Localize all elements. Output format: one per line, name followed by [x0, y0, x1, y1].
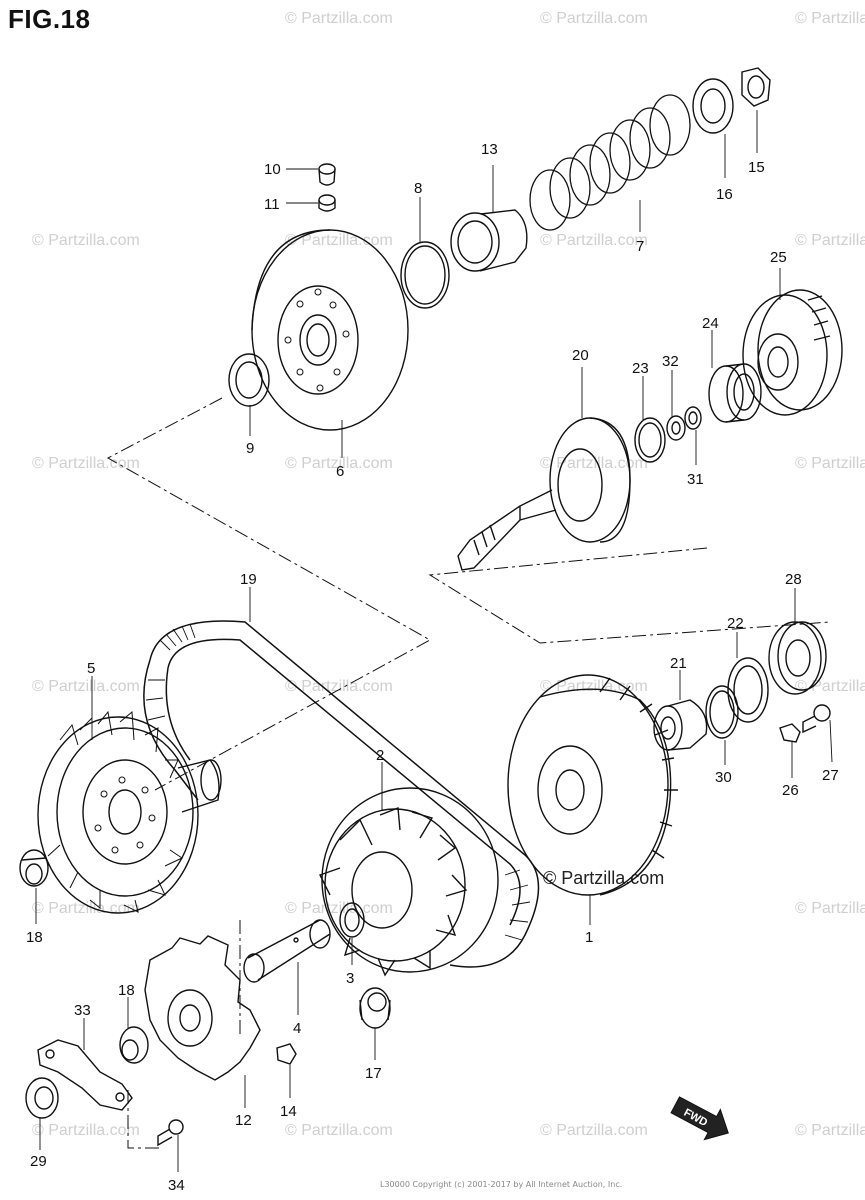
watermark: © Partzilla.com: [795, 455, 865, 472]
figure-title: FIG.18: [8, 4, 91, 34]
watermark: © Partzilla.com: [32, 1122, 140, 1139]
callout-34[interactable]: 34: [168, 1177, 185, 1194]
callout-20[interactable]: 20: [572, 347, 589, 364]
part-6-drive-face: [251, 229, 409, 431]
part-31-ring: [684, 406, 702, 430]
callout-3[interactable]: 3: [346, 970, 354, 987]
callout-13[interactable]: 13: [481, 141, 498, 158]
part-13-collar: [450, 209, 528, 272]
part-11-slider: [318, 194, 336, 212]
callout-17[interactable]: 17: [365, 1065, 382, 1082]
callout-9[interactable]: 9: [246, 440, 254, 457]
part-33-bracket: [37, 1039, 133, 1111]
watermark: © Partzilla.com: [285, 1122, 393, 1139]
callout-22[interactable]: 22: [727, 615, 744, 632]
watermark: © Partzilla.com: [32, 678, 140, 695]
callout-31[interactable]: 31: [687, 471, 704, 488]
callout-28[interactable]: 28: [785, 571, 802, 588]
watermark: © Partzilla.com: [540, 1122, 648, 1139]
callout-18[interactable]: 18: [118, 982, 135, 999]
part-16-washer: [692, 78, 734, 134]
part-17-bearing: [359, 987, 391, 1029]
callout-30[interactable]: 30: [715, 769, 732, 786]
watermark: © Partzilla.com: [32, 455, 140, 472]
callout-11[interactable]: 11: [264, 196, 280, 213]
part-18-bushing-left: [19, 849, 49, 887]
dashed-leader-lines: [106, 397, 831, 1149]
watermark: © Partzilla.com: [285, 10, 393, 27]
watermark: © Partzilla.com: [285, 455, 393, 472]
callout-29[interactable]: 29: [30, 1153, 47, 1170]
callout-18[interactable]: 18: [26, 929, 43, 946]
part-26-washer: [779, 723, 801, 743]
part-15-nut: [741, 67, 771, 107]
part-10-cap: [318, 163, 336, 186]
callout-4[interactable]: 4: [293, 1020, 301, 1037]
watermark: © Partzilla.com: [540, 232, 648, 249]
part-29-seal: [25, 1077, 59, 1119]
part-32-washer: [666, 415, 686, 441]
callout-leaders: [35, 110, 833, 1172]
part-27-bolt: [802, 704, 831, 734]
copyright-label: © Partzilla.com: [543, 868, 665, 888]
watermark: © Partzilla.com: [540, 10, 648, 27]
footer-code: L30000: [380, 1180, 410, 1189]
callout-5[interactable]: 5: [87, 660, 95, 677]
watermark: © Partzilla.com: [32, 232, 140, 249]
callout-26[interactable]: 26: [782, 782, 799, 799]
part-19-belt: [143, 620, 540, 968]
callout-23[interactable]: 23: [632, 360, 649, 377]
watermark: © Partzilla.com: [795, 900, 865, 917]
footer-text: L30000 Copyright (c) 2001-2017 by All In…: [380, 1180, 622, 1189]
callout-24[interactable]: 24: [702, 315, 719, 332]
callout-14[interactable]: 14: [280, 1103, 297, 1120]
part-14-clip: [276, 1043, 297, 1065]
callout-2[interactable]: 2: [376, 747, 384, 764]
watermark: © Partzilla.com: [540, 455, 648, 472]
watermark: © Partzilla.com: [285, 232, 393, 249]
callout-15[interactable]: 15: [748, 159, 765, 176]
footer-copyright: Copyright (c) 2001-2017 by All Internet …: [412, 1180, 623, 1189]
part-22-seal: [727, 657, 769, 723]
watermark: © Partzilla.com: [795, 10, 865, 27]
part-18-bushing-lower: [119, 1026, 149, 1064]
callout-8[interactable]: 8: [414, 180, 422, 197]
callout-16[interactable]: 16: [716, 186, 733, 203]
watermark: © Partzilla.com: [795, 678, 865, 695]
part-4-sleeve: [243, 919, 331, 983]
watermark: © Partzilla.com: [285, 900, 393, 917]
part-20-clutch-housing: [457, 417, 631, 571]
part-12-cam-plate: [144, 935, 261, 1081]
part-2-driven-face: [319, 787, 499, 977]
fwd-arrow: FWD: [670, 1096, 729, 1141]
part-25-clutch-shoe: [742, 289, 843, 416]
part-21-bearing: [653, 699, 708, 751]
callout-33[interactable]: 33: [74, 1002, 91, 1019]
part-1-driven-pulley: [507, 674, 678, 896]
callout-labels: 10 11 13 8 15 16 7 9 6 25 24 20 23 32 31…: [26, 141, 839, 1194]
part-5-fixed-face: [37, 710, 222, 914]
callout-1[interactable]: 1: [585, 929, 593, 946]
part-34-bolt: [157, 1119, 184, 1147]
watermark: © Partzilla.com: [285, 678, 393, 695]
callout-19[interactable]: 19: [240, 571, 257, 588]
part-8-ring: [400, 241, 450, 309]
part-28-bearing: [768, 621, 827, 695]
part-9-washer: [228, 353, 270, 407]
callout-32[interactable]: 32: [662, 353, 679, 370]
callout-10[interactable]: 10: [264, 161, 281, 178]
callout-6[interactable]: 6: [336, 463, 344, 480]
part-3-collar: [339, 902, 365, 938]
part-7-spring: [529, 94, 691, 231]
callout-27[interactable]: 27: [822, 767, 839, 784]
callout-7[interactable]: 7: [636, 238, 644, 255]
watermark: © Partzilla.com: [795, 232, 865, 249]
watermark: © Partzilla.com: [795, 1122, 865, 1139]
part-23-ring: [634, 417, 666, 463]
callout-25[interactable]: 25: [770, 249, 787, 266]
callout-12[interactable]: 12: [235, 1112, 252, 1129]
callout-21[interactable]: 21: [670, 655, 687, 672]
